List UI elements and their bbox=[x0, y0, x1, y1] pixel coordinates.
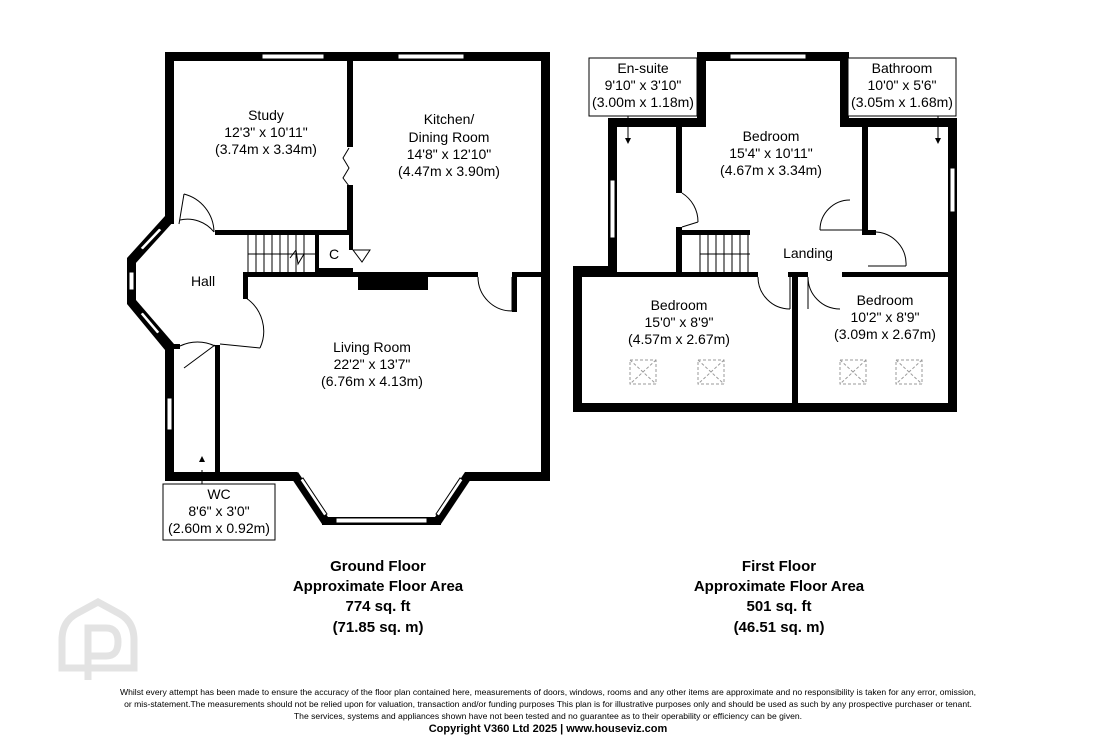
kitchen-metric: (4.47m x 3.90m) bbox=[398, 163, 500, 179]
skylight-icon bbox=[839, 359, 867, 385]
skylight-icon bbox=[629, 359, 657, 385]
wc-label-box bbox=[162, 483, 276, 541]
kitchen-name-line1: Kitchen/ bbox=[424, 111, 475, 127]
wc-name: WC bbox=[207, 486, 230, 502]
first-floor-area-sqft: 501 sq. ft bbox=[746, 598, 811, 615]
ground-floor-area-sqm: (71.85 sq. m) bbox=[333, 619, 424, 636]
first-floor-area-sqm: (46.51 sq. m) bbox=[734, 619, 825, 636]
disclaimer-line-2: or mis-statement.The measurements should… bbox=[124, 699, 972, 709]
living-room-name: Living Room bbox=[333, 339, 411, 355]
bedroom2-metric: (4.57m x 2.67m) bbox=[628, 331, 730, 347]
landing-label: Landing bbox=[783, 245, 833, 261]
cupboard-label: C bbox=[329, 246, 339, 262]
ground-floor-area-caption: Approximate Floor Area bbox=[293, 578, 464, 595]
first-floor-title: First Floor bbox=[742, 558, 816, 575]
first-floor-plan bbox=[573, 52, 957, 412]
ground-floor-plan bbox=[127, 52, 550, 541]
ensuite-name: En-suite bbox=[617, 60, 669, 76]
bathroom-label-box bbox=[847, 57, 957, 117]
study-imperial: 12'3" x 10'11" bbox=[224, 124, 308, 140]
bedroom2-imperial: 15'0" x 8'9" bbox=[645, 314, 714, 330]
bedroom3-metric: (3.09m x 2.67m) bbox=[834, 326, 936, 342]
ensuite-imperial: 9'10" x 3'10" bbox=[605, 77, 682, 93]
bathroom-metric: (3.05m x 1.68m) bbox=[851, 94, 953, 110]
hall-label: Hall bbox=[191, 273, 215, 289]
wc-imperial: 8'6" x 3'0" bbox=[188, 503, 249, 519]
living-room-metric: (6.76m x 4.13m) bbox=[321, 373, 423, 389]
skylight-icon bbox=[895, 359, 923, 385]
study-name: Study bbox=[248, 107, 284, 123]
bedroom1-name: Bedroom bbox=[743, 128, 800, 144]
bedroom2-name: Bedroom bbox=[651, 297, 708, 313]
bathroom-name: Bathroom bbox=[872, 60, 933, 76]
wc-metric: (2.60m x 0.92m) bbox=[168, 520, 270, 536]
bedroom3-imperial: 10'2" x 8'9" bbox=[851, 309, 920, 325]
bedroom3-name: Bedroom bbox=[857, 292, 914, 308]
ensuite-metric: (3.00m x 1.18m) bbox=[592, 94, 694, 110]
ground-floor-area-sqft: 774 sq. ft bbox=[345, 598, 410, 615]
study-metric: (3.74m x 3.34m) bbox=[215, 141, 317, 157]
kitchen-name-line2: Dining Room bbox=[409, 129, 490, 145]
bedroom1-metric: (4.67m x 3.34m) bbox=[720, 162, 822, 178]
living-room-imperial: 22'2" x 13'7" bbox=[334, 356, 411, 372]
ground-floor-title: Ground Floor bbox=[330, 558, 426, 575]
disclaimer-line-1: Whilst every attempt has been made to en… bbox=[120, 687, 976, 697]
kitchen-imperial: 14'8" x 12'10" bbox=[407, 146, 492, 162]
disclaimer-line-3: The services, systems and appliances sho… bbox=[293, 711, 803, 721]
bathroom-imperial: 10'0" x 5'6" bbox=[868, 77, 937, 93]
bedroom1-imperial: 15'4" x 10'11" bbox=[729, 145, 813, 161]
ensuite-label-box bbox=[588, 57, 698, 117]
skylight-icon bbox=[697, 359, 725, 385]
first-floor-area-caption: Approximate Floor Area bbox=[694, 578, 865, 595]
copyright-text: Copyright V360 Ltd 2025 | www.houseviz.c… bbox=[428, 723, 668, 735]
watermark-logo-icon bbox=[58, 598, 138, 680]
